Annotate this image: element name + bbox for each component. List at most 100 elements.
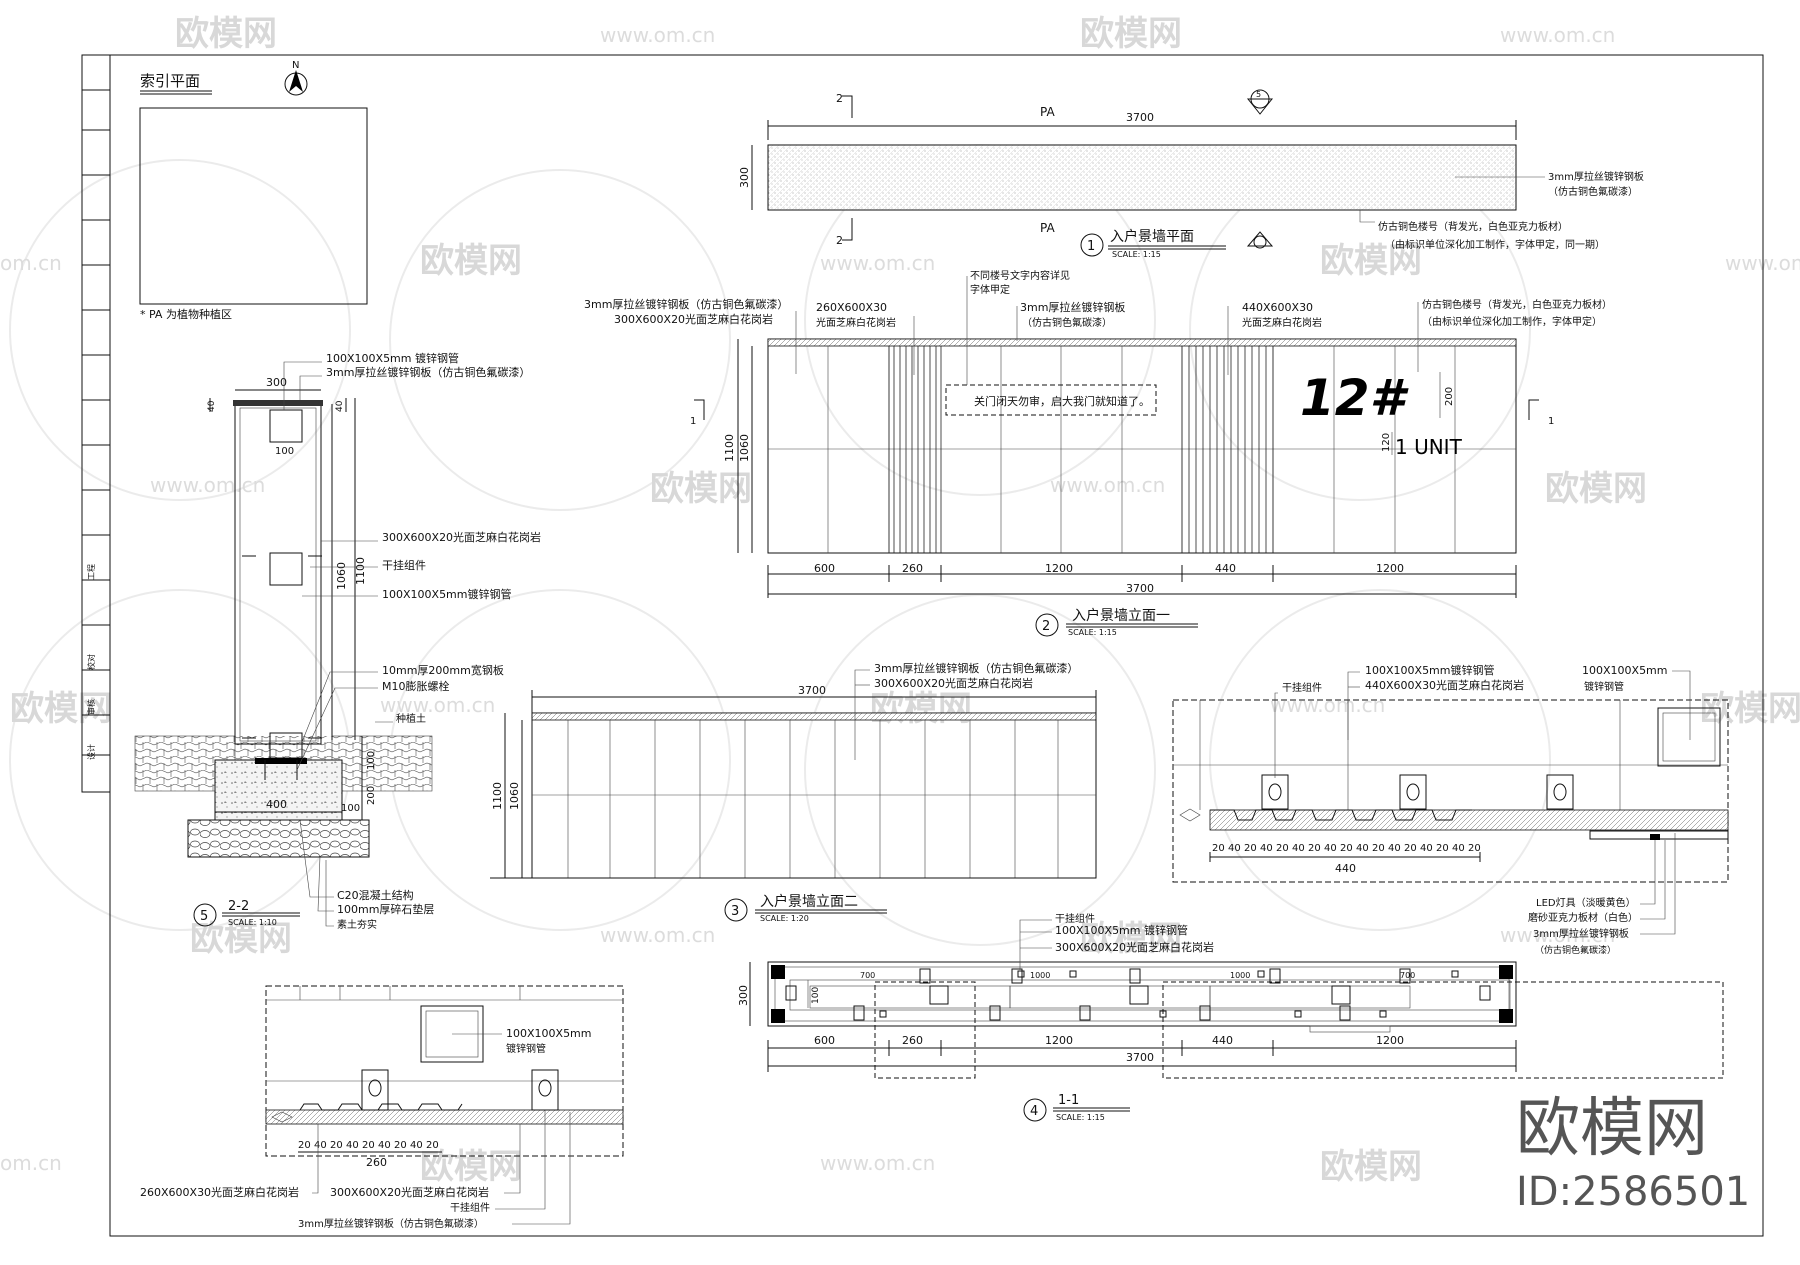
elev1-callout-f2: 光面芝麻白花岗岩 <box>1242 316 1322 329</box>
watermark-brand-12: 欧模网 <box>420 1147 522 1187</box>
sec22-dim-40-right: 40 <box>335 400 345 412</box>
watermark-url-9: www.om.cn <box>1270 693 1385 717</box>
elev1-dim-1: 260 <box>902 562 923 575</box>
watermark-url-8: www.om.cn <box>380 693 495 717</box>
detail-right-bolt-icons <box>1261 774 1574 810</box>
elev2-joints <box>532 720 1096 878</box>
sec11-seg-700-left: 700 <box>860 971 875 980</box>
detail-left-seq-6: 20 <box>394 1140 407 1151</box>
sec22-dim-400: 400 <box>266 798 287 811</box>
elev1-callout-d: 不同楼号文字内容详见 <box>970 269 1070 282</box>
elevation-2: 3700 1100 1060 3mm厚拉丝镀锌钢板（仿古铜色氟碳漆） 300X6… <box>490 661 1097 923</box>
elev1-sign-height: 200 <box>1444 387 1455 406</box>
sec11-title: 1-1 <box>1058 1093 1079 1108</box>
elev2-number: 3 <box>731 904 739 919</box>
watermark-url-7: www.om.cn <box>1050 473 1165 497</box>
plan-width-dim: 3700 <box>1126 111 1154 124</box>
elev1-title: 入户景墙立面一 <box>1072 607 1170 624</box>
elev2-callout-b: 300X600X20光面芝麻白花岗岩 <box>874 676 1033 690</box>
detail-right-seq-15: 40 <box>1452 843 1465 854</box>
detail-right-total: 440 <box>1335 862 1356 875</box>
elev1-unit-sign: 1 UNIT <box>1395 435 1463 459</box>
detail-left-seq-4: 20 <box>362 1140 375 1151</box>
sec22-dim-1100: 1100 <box>354 557 367 585</box>
plan-callout-sign: 仿古铜色楼号（背发光，白色亚克力板材） <box>1378 220 1568 233</box>
sec22-callout-a: 100X100X5mm 镀锌钢管 <box>326 351 459 365</box>
plan-entrance-wall: 3700 300 PA PA 2 2 5 1 入户景墙平面 SCALE: 1:1… <box>738 89 1644 259</box>
sec22-tube-label-top: 100 <box>275 446 294 457</box>
elev1-callout-e2: （仿古铜色氟碳漆） <box>1022 316 1112 329</box>
watermark-brand-6: 欧模网 <box>1545 469 1647 509</box>
detail-right-seq-12: 20 <box>1404 843 1417 854</box>
sec22-top-width: 300 <box>266 376 287 389</box>
detail-left-seq-2: 20 <box>330 1140 343 1151</box>
sec22-callout-h: 种植土 <box>396 712 426 725</box>
sec11-depth: 300 <box>737 985 750 1006</box>
detail-right-callout-d: 100X100X5mm <box>1582 664 1668 677</box>
detail-right-callout-g: 3mm厚拉丝镀锌钢板 <box>1533 927 1629 940</box>
watermark-brand-5: 欧模网 <box>650 469 752 509</box>
detail-right-seq-0: 20 <box>1212 843 1225 854</box>
plan-pa-top: PA <box>1040 105 1055 119</box>
plan-section-symbol: 5 <box>1256 90 1261 99</box>
detail-right-seq-11: 40 <box>1388 843 1401 854</box>
detail-right-seq-3: 40 <box>1260 843 1273 854</box>
detail-right-callout-c: 440X600X30光面芝麻白花岗岩 <box>1365 678 1524 692</box>
detail-right-seq-7: 40 <box>1324 843 1337 854</box>
sec22-callout-b: 3mm厚拉丝镀锌钢板（仿古铜色氟碳漆） <box>326 365 530 379</box>
detail-left: 20 40 20 40 20 40 20 40 20 260 100X100X5… <box>140 985 624 1230</box>
plan-number: 1 <box>1087 239 1095 254</box>
elev1-callout-c2: 光面芝麻白花岗岩 <box>816 316 896 329</box>
watermark-id: ID:2586501 <box>1516 1169 1750 1215</box>
watermark-corner: 欧模网 ID:2586501 <box>1516 1092 1750 1215</box>
elev1-placard-box <box>945 384 1157 416</box>
detail-right-seq-9: 40 <box>1356 843 1369 854</box>
sec11-inner: 100 <box>811 987 821 1004</box>
section-1-1: 700 1000 1000 700 300 100 600 260 1200 4… <box>737 912 1724 1122</box>
watermark-url-12: om.cn <box>0 1151 62 1175</box>
detail-right-frame <box>1172 699 1729 883</box>
plan-cut-mark-top: 2 <box>836 92 843 105</box>
plan-callout-plate: 3mm厚拉丝镀锌钢板 <box>1548 170 1644 183</box>
elev1-dim-total: 3700 <box>1126 582 1154 595</box>
watermark-url-2: www.om.cn <box>1500 23 1615 47</box>
elev1-groove-panel-440 <box>1181 346 1274 553</box>
sec22-callout-e: 100X100X5mm镀锌钢管 <box>382 587 512 601</box>
plan-title: 入户景墙平面 <box>1110 228 1194 245</box>
detail-right-seq-8: 20 <box>1340 843 1353 854</box>
titleblock-design: 设计 <box>86 744 96 760</box>
plan-cut-mark-bottom: 2 <box>836 234 843 247</box>
detail-left-bolt-icons <box>361 1069 559 1111</box>
index-plan: 索引平面 N * PA 为植物种植区 <box>139 60 368 321</box>
sec11-dim-total: 3700 <box>1126 1051 1154 1064</box>
sec11-seg-1000-a: 1000 <box>1030 971 1050 980</box>
sec22-number: 5 <box>200 909 208 924</box>
sec11-callout-c: 300X600X20光面芝麻白花岗岩 <box>1055 940 1214 954</box>
detail-left-frame <box>265 985 624 1157</box>
elev1-cut-right: 1 <box>1548 416 1554 427</box>
section-symbol-icon: 5 <box>1246 89 1274 115</box>
elev2-height-total: 1100 <box>491 782 504 810</box>
watermark-brand-9: 欧模网 <box>1700 689 1800 729</box>
elev1-unit-height: 120 <box>1381 433 1392 452</box>
sec22-callout-i: C20混凝土结构 <box>337 888 414 902</box>
detail-right-callout-a: 干挂组件 <box>1282 681 1322 694</box>
detail-left-seq-8: 20 <box>426 1140 439 1151</box>
sec22-dim-200: 200 <box>366 786 377 805</box>
detail-right-seq-14: 20 <box>1436 843 1449 854</box>
detail-right-callout-g2: （仿古铜色氟碳漆） <box>1535 944 1616 956</box>
sec11-callout-a: 干挂组件 <box>1055 912 1095 925</box>
section-2-2: 100 300 40 40 1060 1100 100 200 100 400 … <box>134 351 541 931</box>
detail-left-callout-a2: 镀锌钢管 <box>506 1042 546 1055</box>
watermark-url-1: www.om.cn <box>600 23 715 47</box>
watermark-brand-1: 欧模网 <box>175 14 277 54</box>
elev1-callout-b: 300X600X20光面芝麻白花岗岩 <box>614 312 773 326</box>
elev1-height-total: 1100 <box>723 434 736 462</box>
sec22-dim-40-left: 40 <box>207 400 217 412</box>
titleblock-check: 校对 <box>86 654 96 670</box>
detail-left-seq-3: 40 <box>346 1140 359 1151</box>
titleblock-project: 工程 <box>87 564 96 580</box>
sec11-scale: SCALE: 1:15 <box>1056 1113 1105 1122</box>
index-plan-note: * PA 为植物种植区 <box>140 307 232 321</box>
